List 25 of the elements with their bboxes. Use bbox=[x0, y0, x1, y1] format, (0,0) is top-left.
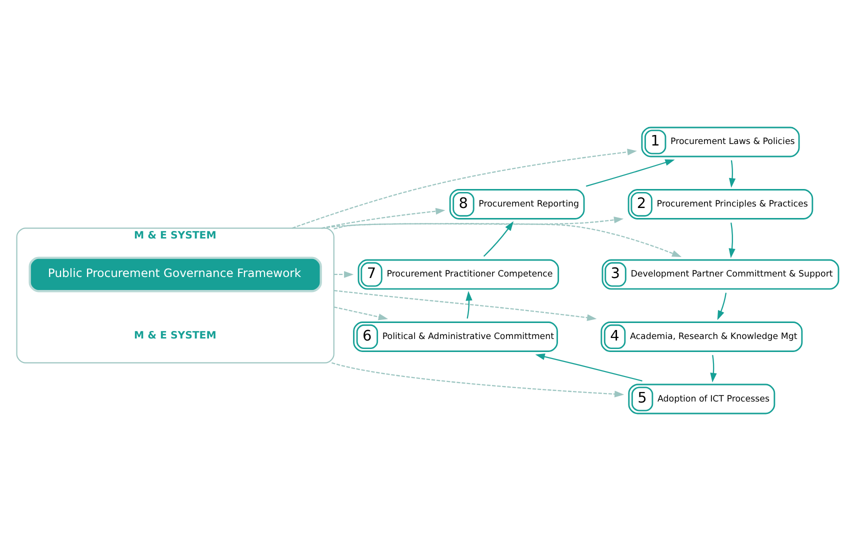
node-box: 5 Adoption of ICT Processes bbox=[628, 384, 776, 414]
arrow bbox=[334, 306, 388, 320]
arrow bbox=[535, 353, 642, 382]
arrow bbox=[334, 290, 597, 321]
arrow bbox=[728, 160, 736, 188]
node-box: 4 Academia, Research & Knowledge Mgt bbox=[600, 322, 803, 352]
node-box: Public Procurement Governance Framework bbox=[28, 256, 322, 292]
arrow bbox=[717, 292, 727, 320]
node-box: 1 Procurement Laws & Policies bbox=[641, 126, 800, 158]
arrow bbox=[322, 216, 624, 229]
node-box: 7 Procurement Practitioner Competence bbox=[358, 259, 560, 290]
node-box: 3 Development Partner Committment & Support bbox=[602, 259, 840, 290]
node-box: 8 Procurement Reporting bbox=[449, 189, 585, 220]
arrow bbox=[586, 159, 675, 187]
arrow bbox=[483, 221, 514, 257]
arrow bbox=[332, 362, 624, 398]
node-box: 2 Procurement Principles & Practices bbox=[628, 189, 814, 220]
arrow bbox=[728, 222, 736, 258]
arrow bbox=[292, 148, 637, 229]
arrow bbox=[334, 223, 682, 257]
arrow bbox=[321, 208, 446, 229]
arrow bbox=[710, 354, 717, 382]
node-box: 6 Political & Administrative Committment bbox=[353, 322, 558, 352]
arrow bbox=[466, 291, 472, 319]
arrow bbox=[334, 271, 354, 278]
